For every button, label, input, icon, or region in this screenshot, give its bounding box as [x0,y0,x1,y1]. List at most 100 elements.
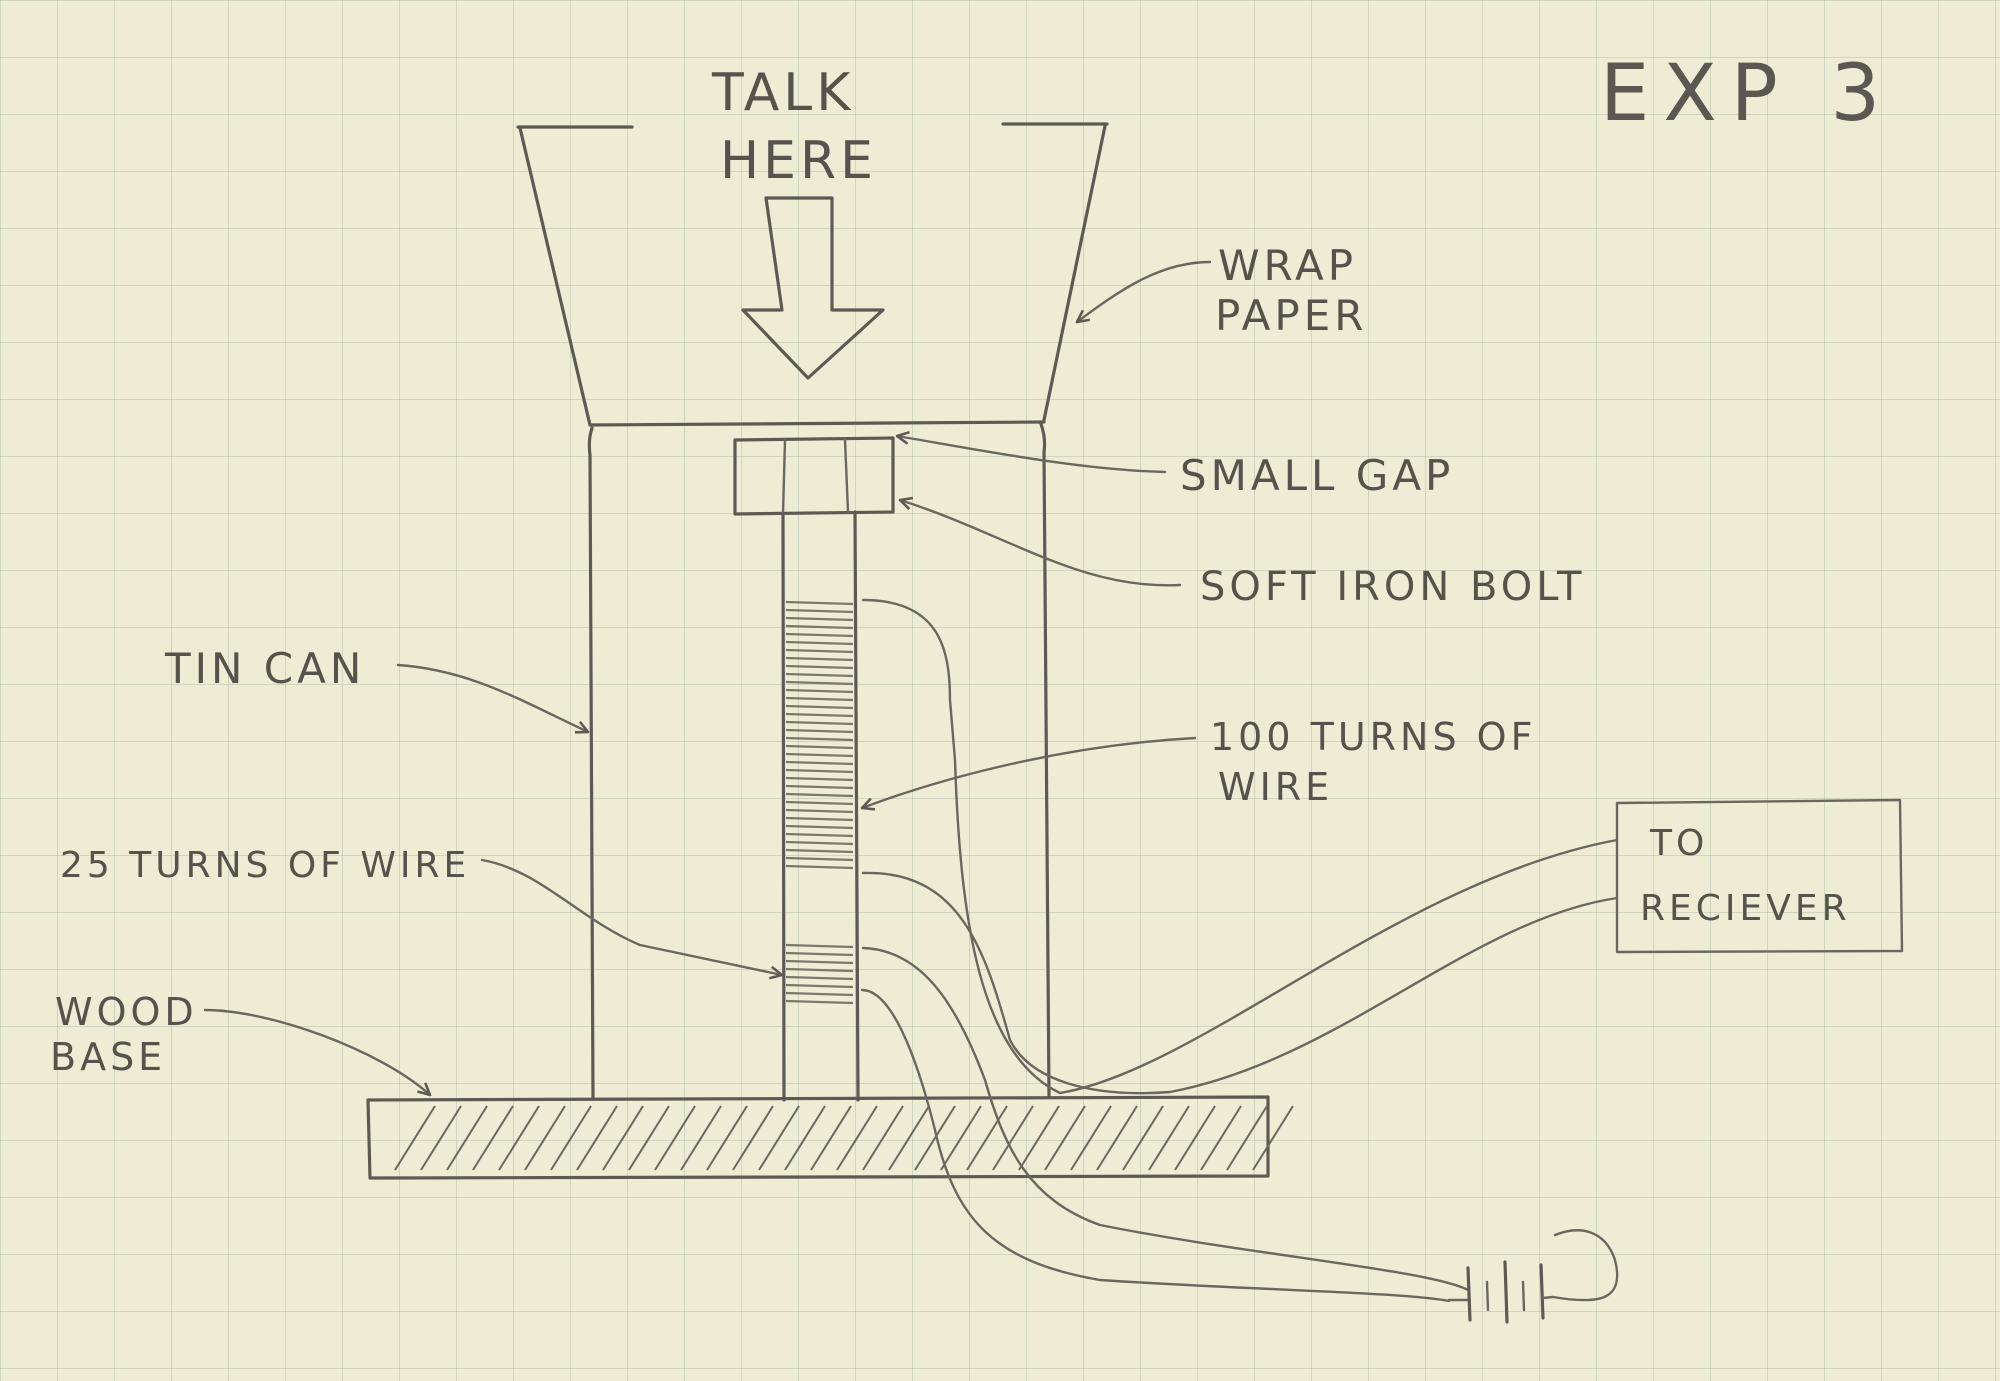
coil-winding [785,664,854,670]
wrap-paper-pointer [1077,260,1212,322]
coil-winding [785,848,854,854]
coil-winding [785,959,854,965]
receiver-label-line2: RECIEVER [1640,888,1851,929]
wood-hatch-stroke [680,1105,722,1171]
wood-hatch-stroke [836,1105,878,1171]
coil-winding [785,632,854,638]
coil-winding [785,975,854,981]
wood-hatch-stroke [602,1105,644,1171]
tin-can-label: TIN CAN [164,644,365,693]
coil-winding [785,808,854,814]
coil-winding [785,832,854,838]
wood-hatch-stroke [914,1105,956,1171]
coil-winding [785,800,854,806]
coil-winding [785,704,854,710]
coil-winding [785,951,854,957]
battery-icon [1447,1260,1555,1324]
coil-winding [785,983,854,989]
coil-winding [785,856,854,862]
bolt-shank [781,510,860,1102]
talk-label-line2: HERE [720,131,877,191]
coil-winding [785,864,854,870]
coil-winding [785,672,854,678]
tin-can [587,420,1051,1100]
coil-winding [785,824,854,830]
receiver-wires [861,598,1619,1095]
wood-hatch-stroke [1070,1105,1112,1171]
coil-winding [785,728,854,734]
talk-arrow-icon [741,196,885,380]
wood-hatch-stroke [706,1105,748,1171]
coil-winding [785,608,854,614]
coil-winding [785,991,854,997]
small-gap-label: SMALL GAP [1180,451,1454,500]
wood-base-label-line2: BASE [50,1035,166,1079]
coil-winding [785,656,854,662]
coil-winding [785,784,854,790]
wood-hatch-stroke [1252,1105,1294,1171]
coil-winding [785,776,854,782]
coil-winding [785,816,854,822]
coil-winding [785,943,854,949]
coil-winding [785,752,854,758]
bolt-head [733,436,895,516]
coil-winding [785,712,854,718]
coil-winding [785,600,854,606]
wood-hatch-stroke [992,1105,1034,1171]
turns-100-label-line1: 100 TURNS OF [1210,715,1536,759]
wood-base [366,1095,1294,1180]
coil-winding [785,696,854,702]
coil-winding [785,792,854,798]
battery-wires [860,946,1619,1303]
wood-hatch-stroke [1044,1105,1086,1171]
wood-hatch-stroke [1018,1105,1060,1171]
coil-winding [785,760,854,766]
tin-can-pointer [396,663,588,732]
wood-hatch-stroke [862,1105,904,1171]
coil-winding [785,999,854,1005]
coil-winding [785,624,854,630]
turns-100-label-line2: WIRE [1218,765,1333,809]
wrap-paper-label-line1: WRAP [1218,241,1357,290]
wood-hatch-stroke [758,1105,800,1171]
coil-winding [785,640,854,646]
wood-hatch-stroke [420,1105,462,1171]
wood-hatch-stroke [498,1105,540,1171]
turns-25-pointer [480,858,782,975]
turns-25-label: 25 TURNS OF WIRE [60,845,470,886]
coil-winding [785,648,854,654]
wood-hatch-stroke [1200,1105,1242,1171]
coil-winding [785,736,854,742]
wood-hatch-stroke [1226,1105,1268,1171]
coil-winding [785,688,854,694]
wood-hatch-stroke [940,1105,982,1171]
wood-hatch-stroke [732,1105,774,1171]
soft-iron-bolt-label: SOFT IRON BOLT [1200,564,1585,610]
turns-100-pointer [862,736,1197,808]
wood-hatch-stroke [966,1105,1008,1171]
diagram-title: EXP 3 [1600,49,1894,139]
wood-hatch-stroke [888,1105,930,1171]
wood-base-pointer [203,1008,430,1095]
coil-winding [785,744,854,750]
wood-base-label-line1: WOOD [55,990,198,1034]
wood-hatch-stroke [810,1105,852,1171]
wood-hatch-stroke [550,1105,592,1171]
wood-hatch-stroke [446,1105,488,1171]
paper-funnel [516,122,1109,427]
talk-label-line1: TALK [711,63,854,123]
wood-hatch-stroke [394,1105,436,1171]
wood-hatch-stroke [628,1105,670,1171]
coil-25-turns [785,943,854,1005]
receiver-box: TO RECIEVER [1615,798,1904,954]
small-gap-pointer [897,436,1167,474]
coil-winding [785,967,854,973]
wood-hatch-stroke [1122,1105,1164,1171]
wood-hatch-stroke [784,1105,826,1171]
wood-hatch-stroke [1096,1105,1138,1171]
coil-winding [785,768,854,774]
wrap-paper-label-line2: PAPER [1215,291,1367,340]
coil-winding [785,616,854,622]
coil-winding [785,680,854,686]
